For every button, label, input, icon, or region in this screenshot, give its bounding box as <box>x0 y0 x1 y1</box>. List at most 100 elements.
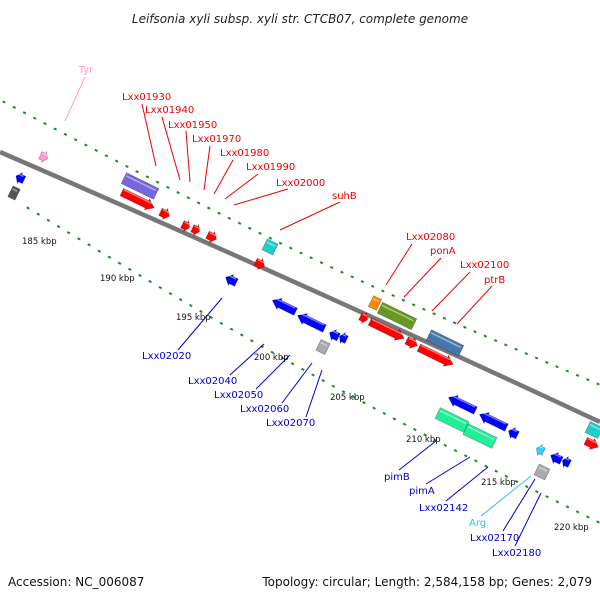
track-dot <box>148 279 152 284</box>
forward-gene-arrow <box>253 257 265 271</box>
track-dot <box>2 100 6 104</box>
track-dot <box>158 286 163 290</box>
track-dot <box>199 309 203 314</box>
reverse-gene-label[interactable]: pimB <box>384 472 410 483</box>
leader-line <box>281 362 313 404</box>
forward-gene-label[interactable]: Lxx02080 <box>406 232 455 243</box>
reverse-gene-label[interactable]: Lxx02142 <box>419 503 468 514</box>
track-dot <box>227 216 232 220</box>
gene-box <box>367 295 383 311</box>
track-dot <box>289 246 293 250</box>
track-dot <box>94 148 98 152</box>
track-dot <box>189 303 193 308</box>
leader-line <box>305 369 323 418</box>
track-dot <box>423 433 427 437</box>
reverse-gene-label[interactable]: Lxx02040 <box>188 376 237 387</box>
track-dot <box>442 316 447 320</box>
forward-gene-arrow <box>205 230 217 244</box>
track-dot <box>483 334 488 338</box>
forward-gene-label[interactable]: Lxx02000 <box>276 178 325 189</box>
track-dot <box>217 211 221 215</box>
track-dot <box>401 298 406 302</box>
leader-line <box>224 173 259 200</box>
track-dot <box>452 321 457 325</box>
gene-box <box>7 185 21 201</box>
reverse-gene-label[interactable]: Lxx02050 <box>214 390 263 401</box>
leader-line <box>385 243 413 286</box>
scale-tick-label: 195 kbp <box>176 313 211 323</box>
track-dot <box>56 224 61 229</box>
track-dot <box>351 395 356 399</box>
leader-line <box>64 76 86 122</box>
leader-line <box>141 103 157 167</box>
forward-gene-label[interactable]: Lxx01970 <box>192 134 241 145</box>
leader-line <box>161 116 181 181</box>
forward-gene-arrow <box>416 343 454 367</box>
reverse-gene-label[interactable]: Lxx02170 <box>470 533 519 544</box>
gene-box <box>376 301 418 331</box>
forward-gene-label[interactable]: ponA <box>430 246 456 257</box>
forward-gene-arrow <box>190 223 200 237</box>
track-dot <box>494 469 498 473</box>
track-dot <box>524 352 529 356</box>
track-dot <box>32 116 37 120</box>
track-dot <box>484 464 488 468</box>
forward-gene-label[interactable]: Lxx01980 <box>220 148 269 159</box>
scale-tick-label: 215 kbp <box>481 478 516 488</box>
reverse-gene-arrow <box>479 411 509 432</box>
forward-gene-arrow <box>158 207 170 221</box>
track-dot <box>422 307 426 311</box>
reverse-gene-arrow <box>508 426 520 440</box>
forward-gene-arrow <box>119 188 155 211</box>
leader-line <box>229 343 265 376</box>
forward-gene-label[interactable]: Tyr <box>78 65 94 76</box>
track-dot <box>155 180 160 184</box>
leader-line <box>177 297 223 351</box>
reverse-gene-arrow <box>562 455 572 469</box>
forward-gene-label[interactable]: suhB <box>332 191 357 202</box>
track-dot <box>586 515 590 519</box>
track-dot <box>219 321 224 325</box>
track-dot <box>107 255 112 259</box>
reverse-gene-label[interactable]: Lxx02060 <box>240 404 289 415</box>
scale-tick-label: 190 kbp <box>100 274 135 284</box>
gene-box <box>584 421 600 439</box>
accession-label: Accession: NC_006087 <box>8 575 144 589</box>
forward-gene-arrow <box>180 219 190 233</box>
track-dot <box>138 273 142 278</box>
forward-gene-label[interactable]: Lxx01950 <box>168 120 217 131</box>
forward-gene-arrow <box>404 336 418 349</box>
gene-box <box>434 407 470 433</box>
reverse-gene-label[interactable]: Lxx02070 <box>266 418 315 429</box>
track-dot <box>504 474 509 478</box>
track-dot <box>311 373 315 377</box>
scale-tick-label: 210 kbp <box>406 435 441 445</box>
scale-tick-label: 205 kbp <box>330 393 365 403</box>
forward-gene-arrow <box>358 311 368 325</box>
track-dot <box>596 382 600 386</box>
forward-gene-label[interactable]: Lxx01940 <box>145 105 194 116</box>
track-dot <box>586 378 590 382</box>
track-dot <box>525 485 529 489</box>
track-dot <box>381 289 385 293</box>
forward-gene-label[interactable]: ptrB <box>484 275 505 286</box>
gene-box <box>533 463 551 481</box>
track-dot <box>299 251 303 255</box>
track-dot <box>360 280 365 284</box>
forward-gene-label[interactable]: Lxx01930 <box>122 92 171 103</box>
track-dot <box>331 384 336 388</box>
track-dot <box>493 338 498 343</box>
map-title: Leifsonia xyli subsp. xyli str. CTCB07, … <box>132 12 468 26</box>
gene-box <box>120 172 160 200</box>
track-dot <box>250 339 254 343</box>
reverse-gene-label[interactable]: Lxx02180 <box>492 548 541 559</box>
reverse-gene-label[interactable]: pimA <box>409 486 435 497</box>
leader-line <box>502 478 536 532</box>
reverse-gene-label[interactable]: Lxx02020 <box>142 351 191 362</box>
forward-gene-label[interactable]: Lxx01990 <box>246 162 295 173</box>
track-dot <box>545 360 549 364</box>
track-dot <box>248 226 252 230</box>
reverse-gene-label[interactable]: Arg <box>469 518 486 529</box>
track-dot <box>73 138 78 142</box>
forward-gene-label[interactable]: Lxx02100 <box>460 260 509 271</box>
